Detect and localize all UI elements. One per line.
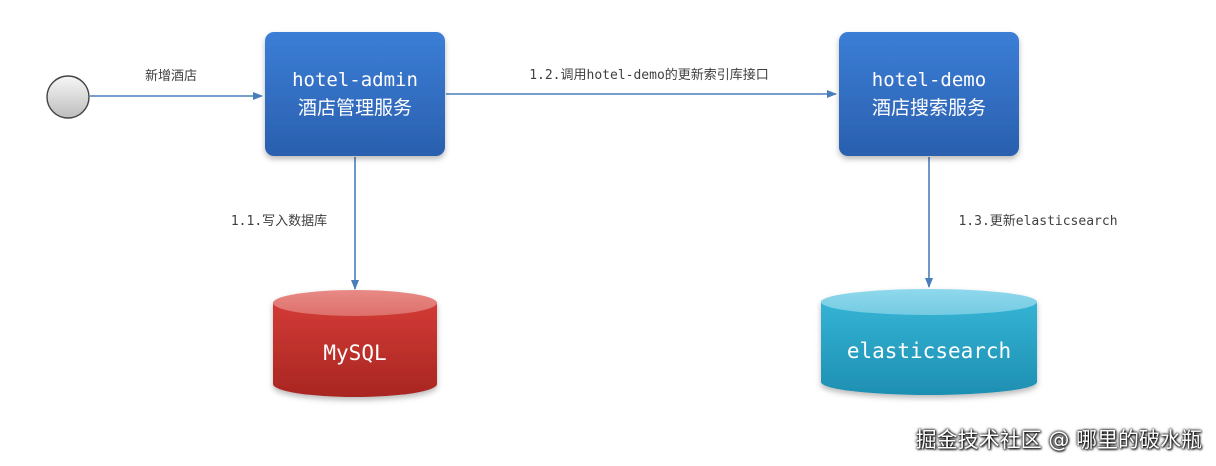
elasticsearch-database	[821, 289, 1037, 395]
edge-write-db-label: 1.1.写入数据库	[231, 213, 327, 229]
edge-add-hotel-label: 新增酒店	[145, 68, 197, 84]
edge-call-update-label: 1.2.调用hotel-demo的更新索引库接口	[529, 67, 769, 83]
elasticsearch-label: elasticsearch	[847, 339, 1011, 363]
hotel-demo-title: hotel-demo	[872, 69, 986, 91]
watermark: 掘金技术社区 @ 哪里的破水瓶	[915, 428, 1202, 452]
hotel-admin-subtitle: 酒店管理服务	[298, 97, 412, 119]
hotel-demo-node	[839, 32, 1019, 156]
hotel-admin-title: hotel-admin	[292, 69, 418, 91]
mysql-database	[273, 290, 437, 397]
mysql-label: MySQL	[323, 341, 386, 365]
hotel-admin-node	[265, 32, 445, 156]
edge-update-es-label: 1.3.更新elasticsearch	[958, 213, 1117, 229]
start-node	[46, 75, 90, 119]
hotel-demo-subtitle: 酒店搜索服务	[872, 97, 986, 119]
